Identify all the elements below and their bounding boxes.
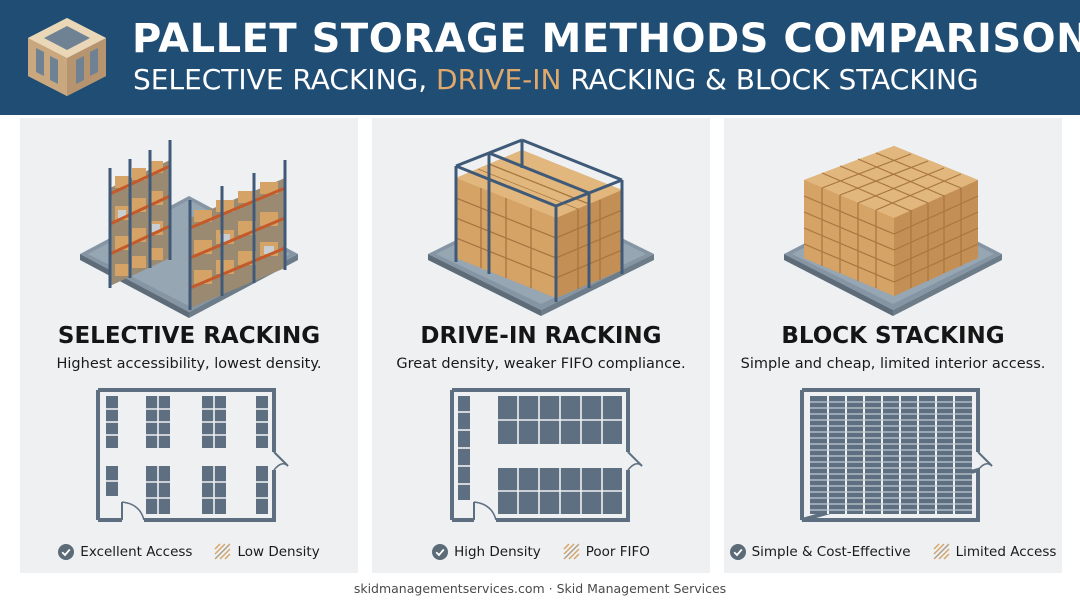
panel-tags: Excellent Access Low Density	[20, 543, 358, 560]
pro-label: Simple & Cost-Effective	[751, 543, 911, 560]
panel-selective-racking: SELECTIVE RACKING Highest accessibility,…	[20, 118, 358, 573]
pro-label: Excellent Access	[80, 543, 193, 560]
block-stacking-floor-plan	[800, 388, 993, 522]
con-tag: Low Density	[214, 543, 320, 560]
drive-in-racking-floor-plan	[450, 388, 643, 522]
subtitle-highlight: DRIVE-IN	[436, 63, 562, 96]
con-label: Low Density	[237, 543, 320, 560]
pro-tag: High Density	[432, 543, 541, 560]
panel-title: BLOCK STACKING	[781, 323, 1005, 349]
page-title: PALLET STORAGE METHODS COMPARISON	[132, 16, 1080, 62]
hatched-square-icon	[214, 543, 231, 560]
panel-tags: Simple & Cost-Effective Limited Access	[724, 543, 1062, 560]
pro-tag: Simple & Cost-Effective	[729, 543, 911, 560]
page-subtitle: SELECTIVE RACKING, DRIVE-IN RACKING & BL…	[133, 63, 979, 96]
panel-drive-in-racking: DRIVE-IN RACKING Great density, weaker F…	[372, 118, 710, 573]
panel-description: Great density, weaker FIFO compliance.	[396, 356, 686, 372]
pro-label: High Density	[454, 543, 541, 560]
footer-credit: skidmanagementservices.com · Skid Manage…	[353, 581, 727, 596]
con-label: Poor FIFO	[585, 543, 650, 560]
con-label: Limited Access	[955, 543, 1057, 560]
hatched-square-icon	[563, 543, 580, 560]
con-tag: Limited Access	[933, 543, 1057, 560]
hatched-square-icon	[933, 543, 950, 560]
subtitle-part2: RACKING & BLOCK STACKING	[561, 63, 979, 96]
header-banner: PALLET STORAGE METHODS COMPARISON SELECT…	[0, 0, 1080, 115]
logo-icon	[28, 18, 106, 96]
panel-title: DRIVE-IN RACKING	[420, 323, 662, 349]
con-tag: Poor FIFO	[563, 543, 650, 560]
panel-block-stacking: BLOCK STACKING Simple and cheap, limited…	[724, 118, 1062, 573]
pro-tag: Excellent Access	[58, 543, 192, 560]
panel-description: Highest accessibility, lowest density.	[56, 356, 322, 372]
selective-racking-illustration	[80, 140, 298, 318]
drive-in-racking-illustration	[428, 138, 654, 316]
selective-racking-floor-plan	[96, 388, 289, 522]
check-circle-icon	[729, 543, 746, 560]
panel-description: Simple and cheap, limited interior acces…	[740, 356, 1046, 372]
block-stacking-illustration	[784, 146, 1002, 316]
panel-tags: High Density Poor FIFO	[372, 543, 710, 560]
panel-title: SELECTIVE RACKING	[57, 323, 321, 349]
subtitle-part1: SELECTIVE RACKING,	[133, 63, 437, 96]
check-circle-icon	[432, 543, 449, 560]
check-circle-icon	[58, 543, 75, 560]
